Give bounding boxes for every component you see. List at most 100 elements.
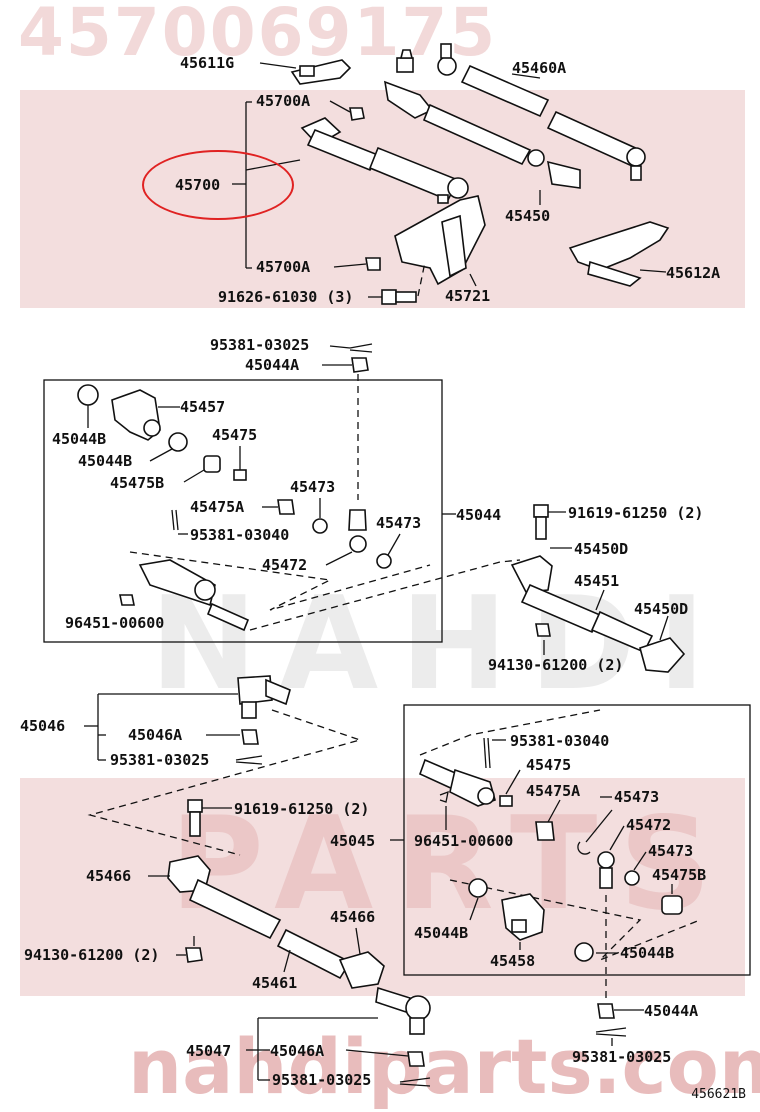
callout-45450D-a: 45450D xyxy=(574,540,628,558)
callout-45472-b: 45472 xyxy=(626,816,671,834)
callout-45475-b: 45475 xyxy=(526,756,571,774)
callout-45044B-c: 45044B xyxy=(414,924,468,942)
nut-45044A-b-part xyxy=(597,1003,615,1019)
bracket-45721-part xyxy=(394,195,486,286)
nut-45046A-b-part xyxy=(407,1051,425,1067)
callout-91626: 91626-61030 (3) xyxy=(218,288,353,306)
callout-95381-03040-a: 95381-03040 xyxy=(190,526,289,544)
callout-45472-a: 45472 xyxy=(262,556,307,574)
clip-45044B-b-part xyxy=(168,432,188,452)
callout-45461: 45461 xyxy=(252,974,297,992)
callout-45612A: 45612A xyxy=(666,264,720,282)
nut-94130-b-part xyxy=(185,947,203,963)
callout-45046A-a: 45046A xyxy=(128,726,182,744)
seat-45473-b-part xyxy=(376,553,392,569)
callout-96451-b: 96451-00600 xyxy=(414,832,513,850)
callout-91619-b: 91619-61250 (2) xyxy=(234,800,369,818)
spring-45475A-b-part xyxy=(535,821,555,841)
callout-45611G: 45611G xyxy=(180,54,234,72)
seat-45473-d-part xyxy=(624,870,640,886)
socket-45458-part xyxy=(501,893,545,941)
nut-94130-a-part xyxy=(535,623,551,637)
callout-45700A-top: 45700A xyxy=(256,92,310,110)
ball-stud-45472-b-part xyxy=(597,851,615,889)
callout-45450D-b: 45450D xyxy=(634,600,688,618)
tie-rod-end-45045-part xyxy=(418,758,496,807)
callout-45046: 45046 xyxy=(20,717,65,735)
tie-rod-end-45046-part xyxy=(237,675,291,719)
ball-stud-45472-a-part xyxy=(348,509,367,553)
clamp-45450D-a-part xyxy=(510,555,553,593)
callout-45700A-bottom: 45700A xyxy=(256,258,310,276)
seat-45473-a-part xyxy=(312,518,328,534)
clamp-45466-b-part xyxy=(338,951,385,989)
bolt-91619-a-part xyxy=(533,504,549,518)
callout-45044B-b: 45044B xyxy=(78,452,132,470)
relay-rod-part xyxy=(383,43,646,189)
plug-45475-a-part xyxy=(233,469,247,481)
callout-45046A-b: 45046A xyxy=(270,1042,324,1060)
socket-45457-part xyxy=(111,389,161,441)
callout-94130-b: 94130-61200 (2) xyxy=(24,946,159,964)
callout-45044A-b: 45044A xyxy=(644,1002,698,1020)
knuckle-arm-part xyxy=(568,221,670,287)
callout-45475A-b: 45475A xyxy=(526,782,580,800)
seat-45473-c-part xyxy=(577,841,591,855)
callout-45473-d: 45473 xyxy=(648,842,693,860)
watermark-band-top xyxy=(20,90,745,308)
callout-96451-a: 96451-00600 xyxy=(65,614,164,632)
callout-45475-a: 45475 xyxy=(212,426,257,444)
callout-45721: 45721 xyxy=(445,287,490,305)
callout-95381-03025-b: 95381-03025 xyxy=(110,751,209,769)
figure-code: 456621B xyxy=(691,1087,746,1102)
seat-45475B-a-part xyxy=(203,455,221,473)
tube-45461-part xyxy=(188,878,352,980)
callout-45457: 45457 xyxy=(180,398,225,416)
callout-45044B-a: 45044B xyxy=(52,430,106,448)
callout-45460A: 45460A xyxy=(512,59,566,77)
assembly-box-45044 xyxy=(43,379,443,643)
highlight-circle-45700 xyxy=(142,150,294,220)
pitman-arm-part xyxy=(290,59,352,85)
callout-45473-c: 45473 xyxy=(614,788,659,806)
callout-45045: 45045 xyxy=(330,832,375,850)
callout-45044: 45044 xyxy=(456,506,501,524)
fitting-96451-a-part xyxy=(119,594,135,606)
bolt-91619-b-part xyxy=(187,799,203,813)
seat-45475B-b-part xyxy=(661,895,683,915)
callout-45473-a: 45473 xyxy=(290,478,335,496)
callout-95381-03025-a: 95381-03025 xyxy=(210,336,309,354)
callout-94130-a: 94130-61200 (2) xyxy=(488,656,623,674)
watermark-part-number: 4570069175 xyxy=(18,0,498,71)
callout-45475B-b: 45475B xyxy=(652,866,706,884)
callout-45475A-a: 45475A xyxy=(190,498,244,516)
callout-45466-b: 45466 xyxy=(330,908,375,926)
callout-45458: 45458 xyxy=(490,952,535,970)
clamp-45450D-b-part xyxy=(639,637,686,673)
clip-45044B-a-part xyxy=(77,384,99,406)
nut-45046A-a-part xyxy=(241,729,259,745)
tie-rod-45700-part xyxy=(300,117,469,204)
callout-45451: 45451 xyxy=(574,572,619,590)
plug-45475-b-part xyxy=(499,795,513,807)
watermark-site: nahdiparts.com xyxy=(128,1022,760,1111)
adjusting-tube-45451-part xyxy=(520,583,654,654)
callout-45047: 45047 xyxy=(186,1042,231,1060)
callout-45044B-d: 45044B xyxy=(620,944,674,962)
watermark-band-bottom xyxy=(20,778,745,996)
callout-91619-a: 91619-61250 (2) xyxy=(568,504,703,522)
spring-45475A-a-part xyxy=(277,499,295,515)
clip-45044B-d-part xyxy=(574,942,594,962)
callout-45450-top: 45450 xyxy=(505,207,550,225)
callout-45473-b: 45473 xyxy=(376,514,421,532)
tie-rod-end-45044-part xyxy=(138,559,250,632)
callout-95381-03040-b: 95381-03040 xyxy=(510,732,609,750)
bolt-91626-part xyxy=(381,289,417,305)
tie-rod-end-45047-part xyxy=(375,986,431,1035)
callout-45466-a: 45466 xyxy=(86,867,131,885)
clip-45044B-c-part xyxy=(468,878,488,898)
callout-95381-03025-c: 95381-03025 xyxy=(272,1071,371,1089)
callout-95381-03025-d: 95381-03025 xyxy=(572,1048,671,1066)
callout-45044A-a: 45044A xyxy=(245,356,299,374)
